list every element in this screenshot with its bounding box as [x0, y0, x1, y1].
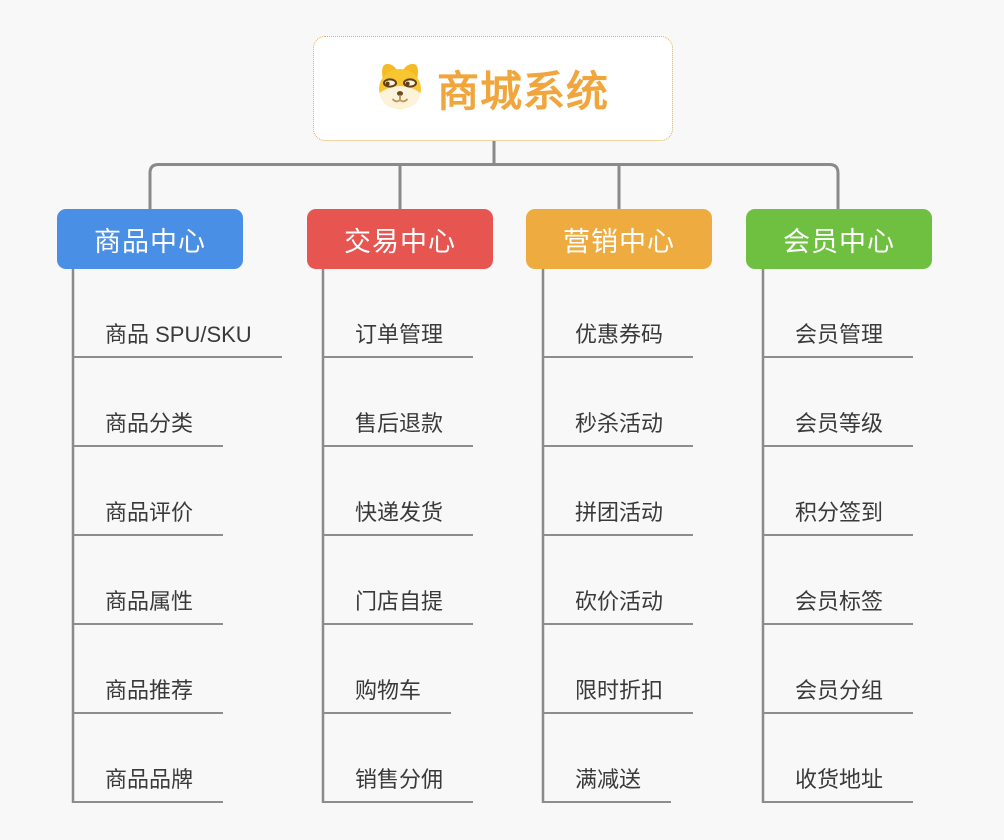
leaf-node[interactable]: 限时折扣	[543, 676, 694, 714]
leaf-node[interactable]: 快递发货	[323, 498, 474, 536]
leaf-node[interactable]: 订单管理	[323, 320, 474, 358]
leaf-node[interactable]: 满减送	[543, 765, 672, 803]
branch-node-member-center[interactable]: 会员中心	[746, 209, 932, 269]
branch-node-product-center[interactable]: 商品中心	[57, 209, 243, 269]
leaf-node[interactable]: 收货地址	[763, 765, 914, 803]
leaf-node[interactable]: 购物车	[323, 676, 452, 714]
root-title: 商城系统	[436, 68, 609, 115]
leaf-node[interactable]: 商品品牌	[73, 765, 224, 803]
root-node[interactable]: 商城系统	[313, 36, 673, 141]
branch-node-marketing-center[interactable]: 营销中心	[526, 209, 712, 269]
leaf-node[interactable]: 砍价活动	[543, 587, 694, 625]
leaf-node[interactable]: 会员标签	[763, 587, 914, 625]
leaf-node[interactable]: 商品 SPU/SKU	[73, 320, 282, 358]
leaf-node[interactable]: 会员分组	[763, 676, 914, 714]
leaf-node[interactable]: 积分签到	[763, 498, 914, 536]
leaf-node[interactable]: 会员等级	[763, 409, 914, 447]
leaf-node[interactable]: 拼团活动	[543, 498, 694, 536]
leaf-node[interactable]: 商品推荐	[73, 676, 224, 714]
leaf-node[interactable]: 商品评价	[73, 498, 224, 536]
leaf-node[interactable]: 销售分佣	[323, 765, 474, 803]
branch-node-trade-center[interactable]: 交易中心	[307, 209, 493, 269]
leaf-node[interactable]: 售后退款	[323, 409, 474, 447]
leaf-node[interactable]: 秒杀活动	[543, 409, 694, 447]
leaf-node[interactable]: 商品属性	[73, 587, 224, 625]
leaf-node[interactable]: 商品分类	[73, 409, 224, 447]
doge-face-icon	[377, 62, 423, 115]
leaf-node[interactable]: 门店自提	[323, 587, 474, 625]
leaf-node[interactable]: 会员管理	[763, 320, 914, 358]
leaf-node[interactable]: 优惠券码	[543, 320, 694, 358]
